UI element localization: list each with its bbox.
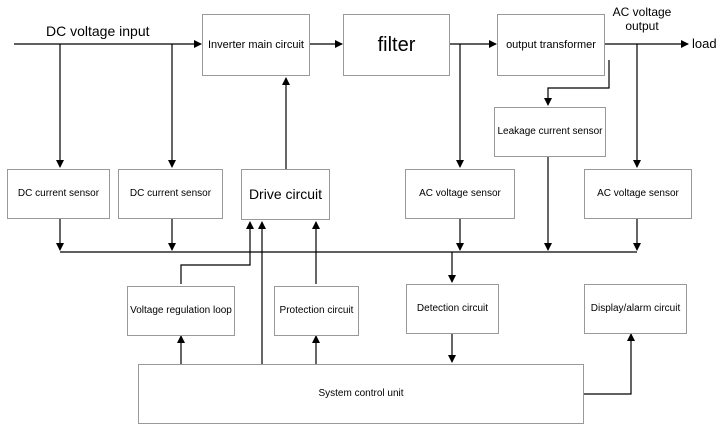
inverter-main-circuit-block: Inverter main circuit [202, 14, 310, 76]
drive-circuit-block: Drive circuit [241, 169, 330, 220]
output-transformer-block: output transformer [497, 14, 605, 76]
system-control-unit-block: System control unit [138, 364, 584, 424]
filter-block: filter [343, 14, 450, 76]
load-label: load [692, 36, 717, 51]
control-to-display-arrow [584, 333, 635, 395]
dc-current-sensor-block-2: DC current sensor [118, 169, 223, 219]
dc-current-sensor-block-1: DC current sensor [7, 169, 110, 219]
protection-circuit-block: Protection circuit [274, 286, 359, 336]
ac-voltage-sensor-block-2: AC voltage sensor [584, 169, 692, 219]
leakage-current-sensor-block: Leakage current sensor [494, 107, 606, 157]
voltage-regulation-loop-block: Voltage regulation loop [127, 286, 235, 336]
dc-voltage-input-label: DC voltage input [46, 23, 150, 39]
regulation-to-drive-arrow [180, 221, 254, 284]
transformer-to-leakage-arrow [544, 60, 610, 106]
ac-voltage-sensor-block-1: AC voltage sensor [405, 169, 515, 219]
detection-circuit-block: Detection circuit [406, 284, 499, 334]
display-alarm-circuit-block: Display/alarm circuit [584, 284, 687, 334]
ac-voltage-output-label: AC voltage output [612, 5, 672, 33]
